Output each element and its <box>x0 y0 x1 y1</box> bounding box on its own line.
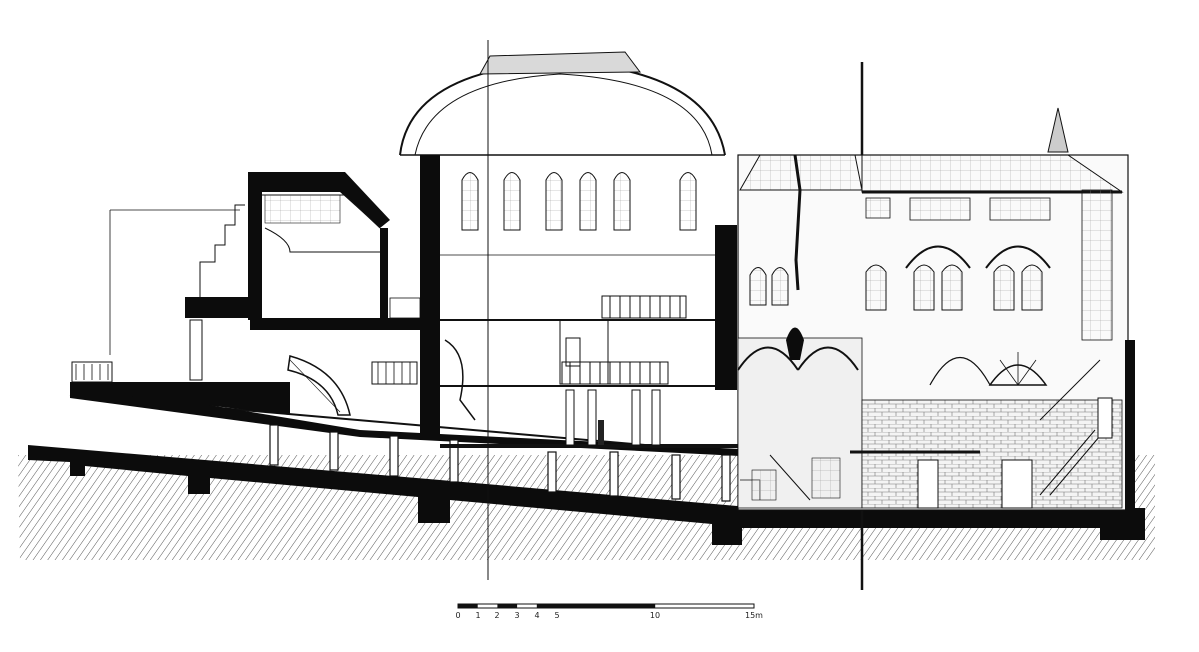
clerestory-windows <box>461 172 697 231</box>
scale-tick-labels: 0 1 2 3 4 5 10 15m <box>455 611 763 620</box>
domed-hall <box>399 51 760 448</box>
right-facade <box>737 107 1135 520</box>
scale-tick-5: 5 <box>554 611 559 620</box>
scale-bar: 0 1 2 3 4 5 10 15m <box>455 603 763 620</box>
scale-tick-2: 2 <box>494 611 499 620</box>
foundation <box>28 445 1145 545</box>
scale-tick-4: 4 <box>534 611 539 620</box>
facade-arched-windows <box>749 264 1043 311</box>
interior-balcony <box>559 295 687 446</box>
scale-tick-1: 1 <box>475 611 480 620</box>
scale-tick-3: 3 <box>514 611 519 620</box>
left-terrace <box>70 355 351 416</box>
scale-tick-10: 10 <box>650 611 660 620</box>
scale-tick-15m: 15m <box>745 611 763 620</box>
left-building <box>109 172 421 385</box>
scale-tick-0: 0 <box>455 611 460 620</box>
